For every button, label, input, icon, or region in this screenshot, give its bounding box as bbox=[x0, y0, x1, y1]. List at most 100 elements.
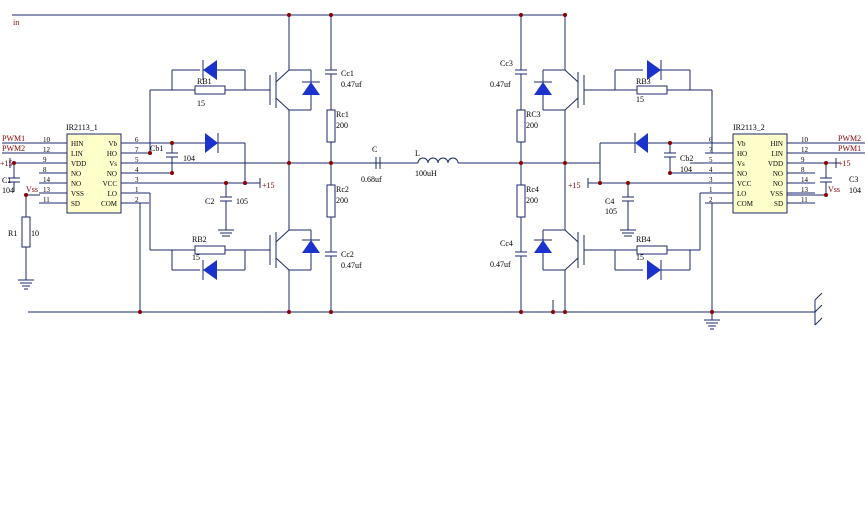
right-upper-gate: RB3 15 bbox=[584, 60, 733, 154]
junction-dot bbox=[287, 13, 291, 17]
left-chip-right-pin-name: Vs bbox=[109, 160, 117, 168]
c1-value: 104 bbox=[2, 186, 14, 195]
rb2-name: RB2 bbox=[192, 235, 207, 244]
left-chip-left-pin-name: LIN bbox=[71, 150, 83, 158]
right-chip-right-pin-num: 10 bbox=[801, 136, 809, 144]
rc2-resistor bbox=[326, 184, 336, 218]
left-inputs: PWM1 PWM2 +15 Vss C1 104 R1 10 bbox=[0, 134, 40, 290]
left-lower-freewheel-diode bbox=[302, 240, 320, 253]
rb1-diode bbox=[203, 60, 217, 80]
right-chip-right-pin-num: 8 bbox=[801, 166, 805, 174]
right-chip-left-pin-num: 2 bbox=[709, 196, 713, 204]
junction-dot bbox=[563, 310, 567, 314]
c4-value: 105 bbox=[605, 207, 617, 216]
c4-name: C4 bbox=[605, 197, 614, 206]
in-label: in bbox=[13, 18, 19, 27]
inductor-l bbox=[417, 157, 459, 164]
right-chip-right-pin-name: VSS bbox=[770, 190, 783, 198]
rc1-value: 200 bbox=[336, 121, 348, 130]
rc1-name: Rc1 bbox=[336, 110, 349, 119]
junction-dot bbox=[170, 141, 174, 145]
plus15-right-label: +15 bbox=[838, 159, 851, 168]
c2-value: 105 bbox=[236, 197, 248, 206]
bootstrap-diode-right bbox=[635, 133, 648, 153]
right-chip-left-pin-num: 1 bbox=[709, 186, 713, 194]
right-upper-igbt bbox=[534, 15, 585, 163]
junction-dot bbox=[329, 13, 333, 17]
right-chip-right-pin-num: 12 bbox=[801, 146, 809, 154]
rc2-name: Rc2 bbox=[336, 185, 349, 194]
rb1-resistor bbox=[194, 85, 226, 95]
left-snubbers: Cc1 0.47uf Rc1 200 Rc2 200 Cc2 0.47uf bbox=[325, 15, 362, 312]
pwm2-right-label: PWM2 bbox=[838, 134, 861, 143]
cc1-name: Cc1 bbox=[341, 69, 354, 78]
left-chip-left-pin-name: HIN bbox=[71, 140, 83, 148]
junction-dot bbox=[519, 13, 523, 17]
left-chip-right-pin-name: VCC bbox=[103, 180, 118, 188]
right-chip-right-pin-name: LIN bbox=[771, 150, 783, 158]
plus15-left-label: +15 bbox=[0, 159, 13, 168]
rc3-name: RC3 bbox=[526, 110, 541, 119]
c4-capacitor: C4 105 bbox=[605, 183, 636, 237]
right-chip-body bbox=[732, 133, 788, 214]
cc2-name: Cc2 bbox=[341, 250, 354, 259]
right-lower-freewheel-diode bbox=[534, 240, 552, 253]
junction-dot bbox=[824, 193, 828, 197]
junction-dot bbox=[563, 13, 567, 17]
rc1-resistor bbox=[326, 109, 336, 143]
junction-dot bbox=[598, 181, 602, 185]
right-lower-gate: RB4 15 bbox=[584, 235, 700, 280]
left-chip-right-pin-num: 2 bbox=[135, 196, 139, 204]
c-value: 0.68uf bbox=[361, 175, 382, 184]
bootstrap-diode-left bbox=[205, 133, 218, 153]
cb1-name: Cb1 bbox=[150, 144, 163, 153]
left-chip-right-pin-num: 5 bbox=[135, 156, 139, 164]
junction-dot bbox=[287, 310, 291, 314]
right-chip-left-pin-num: 3 bbox=[709, 176, 713, 184]
right-chip-left-pin-name: Vb bbox=[737, 140, 746, 148]
left-chip-right-pin-num: 6 bbox=[135, 136, 139, 144]
right-chip-left-pin-name: NO bbox=[737, 170, 747, 178]
left-chip-right-pin-num: 4 bbox=[135, 166, 139, 174]
left-chip-left-pin-num: 11 bbox=[43, 196, 50, 204]
cb1-capacitor: Cb1 104 bbox=[150, 143, 195, 173]
left-chip-right-pin-num: 7 bbox=[135, 146, 139, 154]
cb2-name: Cb2 bbox=[680, 154, 693, 163]
left-chip-left-pin-name: SD bbox=[71, 200, 80, 208]
c2-name: C2 bbox=[205, 197, 214, 206]
left-chip-right-pin-name: COM bbox=[101, 200, 118, 208]
cc3-value: 0.47uf bbox=[490, 80, 511, 89]
junction-dot bbox=[668, 171, 672, 175]
rc3-value: 200 bbox=[526, 121, 538, 130]
junction-dot bbox=[824, 161, 828, 165]
junction-dot bbox=[668, 141, 672, 145]
rb1-value: 15 bbox=[197, 99, 205, 108]
right-chip-left-pin-name: VCC bbox=[737, 180, 752, 188]
right-lower-igbt bbox=[534, 163, 585, 312]
right-chip-left-pin-name: COM bbox=[737, 200, 754, 208]
right-chip-left-pin-name: HO bbox=[737, 150, 747, 158]
left-chip-right-pin-name: NO bbox=[107, 170, 117, 178]
junction-dot bbox=[24, 193, 28, 197]
right-chip-left-pin-num: 6 bbox=[709, 136, 713, 144]
right-chip-right-pin-name: NO bbox=[773, 170, 783, 178]
r1-resistor: R1 10 bbox=[8, 195, 39, 290]
left-chip-left-pin-num: 8 bbox=[43, 166, 47, 174]
junction-dot bbox=[563, 161, 567, 165]
left-bootstrap: Cb1 104 +15 C2 105 bbox=[121, 133, 390, 312]
junction-dot bbox=[138, 310, 142, 314]
rb3-value: 15 bbox=[636, 95, 644, 104]
rb4-value: 15 bbox=[636, 253, 644, 262]
rb3-diode bbox=[647, 60, 661, 80]
rc4-name: Rc4 bbox=[526, 185, 539, 194]
junction-dot bbox=[170, 171, 174, 175]
rb4-name: RB4 bbox=[636, 235, 651, 244]
l-value: 100uH bbox=[415, 169, 437, 178]
junction-dot bbox=[710, 310, 714, 314]
rb1-name: RB1 bbox=[197, 77, 212, 86]
c2-capacitor: C2 105 bbox=[205, 183, 248, 237]
right-chip-right-pin-name: NO bbox=[773, 180, 783, 188]
